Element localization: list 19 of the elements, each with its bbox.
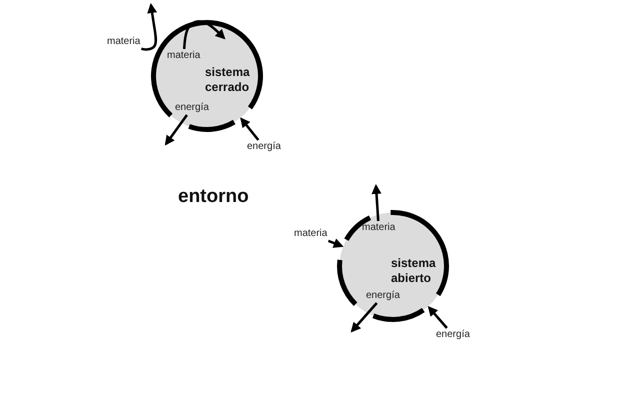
arrow: [164, 114, 188, 146]
arrow: [428, 306, 448, 329]
arrow: [140, 3, 158, 51]
flow-label: energía: [366, 290, 400, 302]
system-name: sistema abierto: [391, 256, 437, 286]
arrow: [372, 184, 382, 222]
flow-label: energía: [175, 102, 209, 114]
flow-label: materia: [107, 36, 140, 48]
arrow: [182, 20, 226, 50]
flow-label: energía: [436, 329, 470, 341]
system-name: sistema cerrado: [205, 65, 251, 95]
flow-label: materia: [362, 222, 396, 234]
arrow: [240, 117, 260, 141]
environment-label: entorno: [178, 186, 249, 208]
flow-label: materia: [167, 50, 200, 62]
flow-label: materia: [294, 228, 328, 240]
arrow: [328, 238, 344, 248]
flow-label: energía: [247, 141, 281, 153]
arrow: [350, 302, 378, 332]
